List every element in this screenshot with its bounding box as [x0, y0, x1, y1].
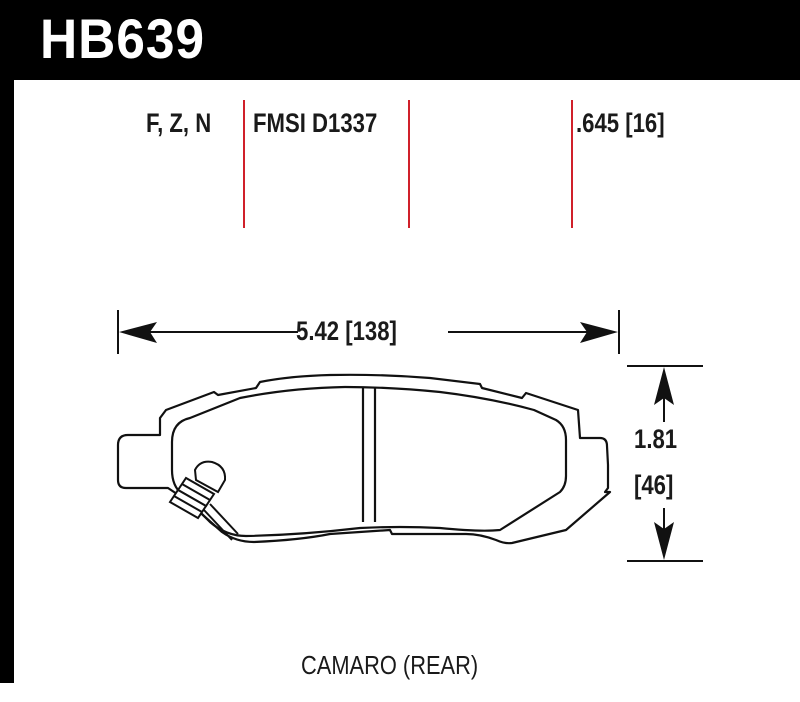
height-dimension-mm: [46] [634, 470, 674, 500]
header-bar: HB639 [0, 0, 800, 80]
fmsi-number: FMSI D1337 [253, 108, 378, 138]
red-dividers [243, 100, 573, 228]
compound-codes: F, Z, N [146, 108, 212, 138]
arrow-down-icon [654, 522, 674, 560]
arrow-up-icon [654, 367, 674, 405]
width-dimension-label: 5.42 [138] [296, 316, 397, 346]
left-border-bar [0, 80, 14, 683]
part-number: HB639 [40, 7, 205, 70]
arrow-right-icon [580, 322, 618, 343]
wear-sensor-icon [168, 460, 239, 541]
height-dimension-inches: 1.81 [634, 424, 678, 454]
width-dimension [117, 310, 620, 354]
height-dimension [627, 365, 703, 562]
vehicle-application: CAMARO (REAR) [301, 650, 479, 680]
arrow-left-icon [119, 322, 157, 343]
pad-thickness: .645 [16] [576, 108, 665, 138]
pad-outline [116, 373, 612, 545]
